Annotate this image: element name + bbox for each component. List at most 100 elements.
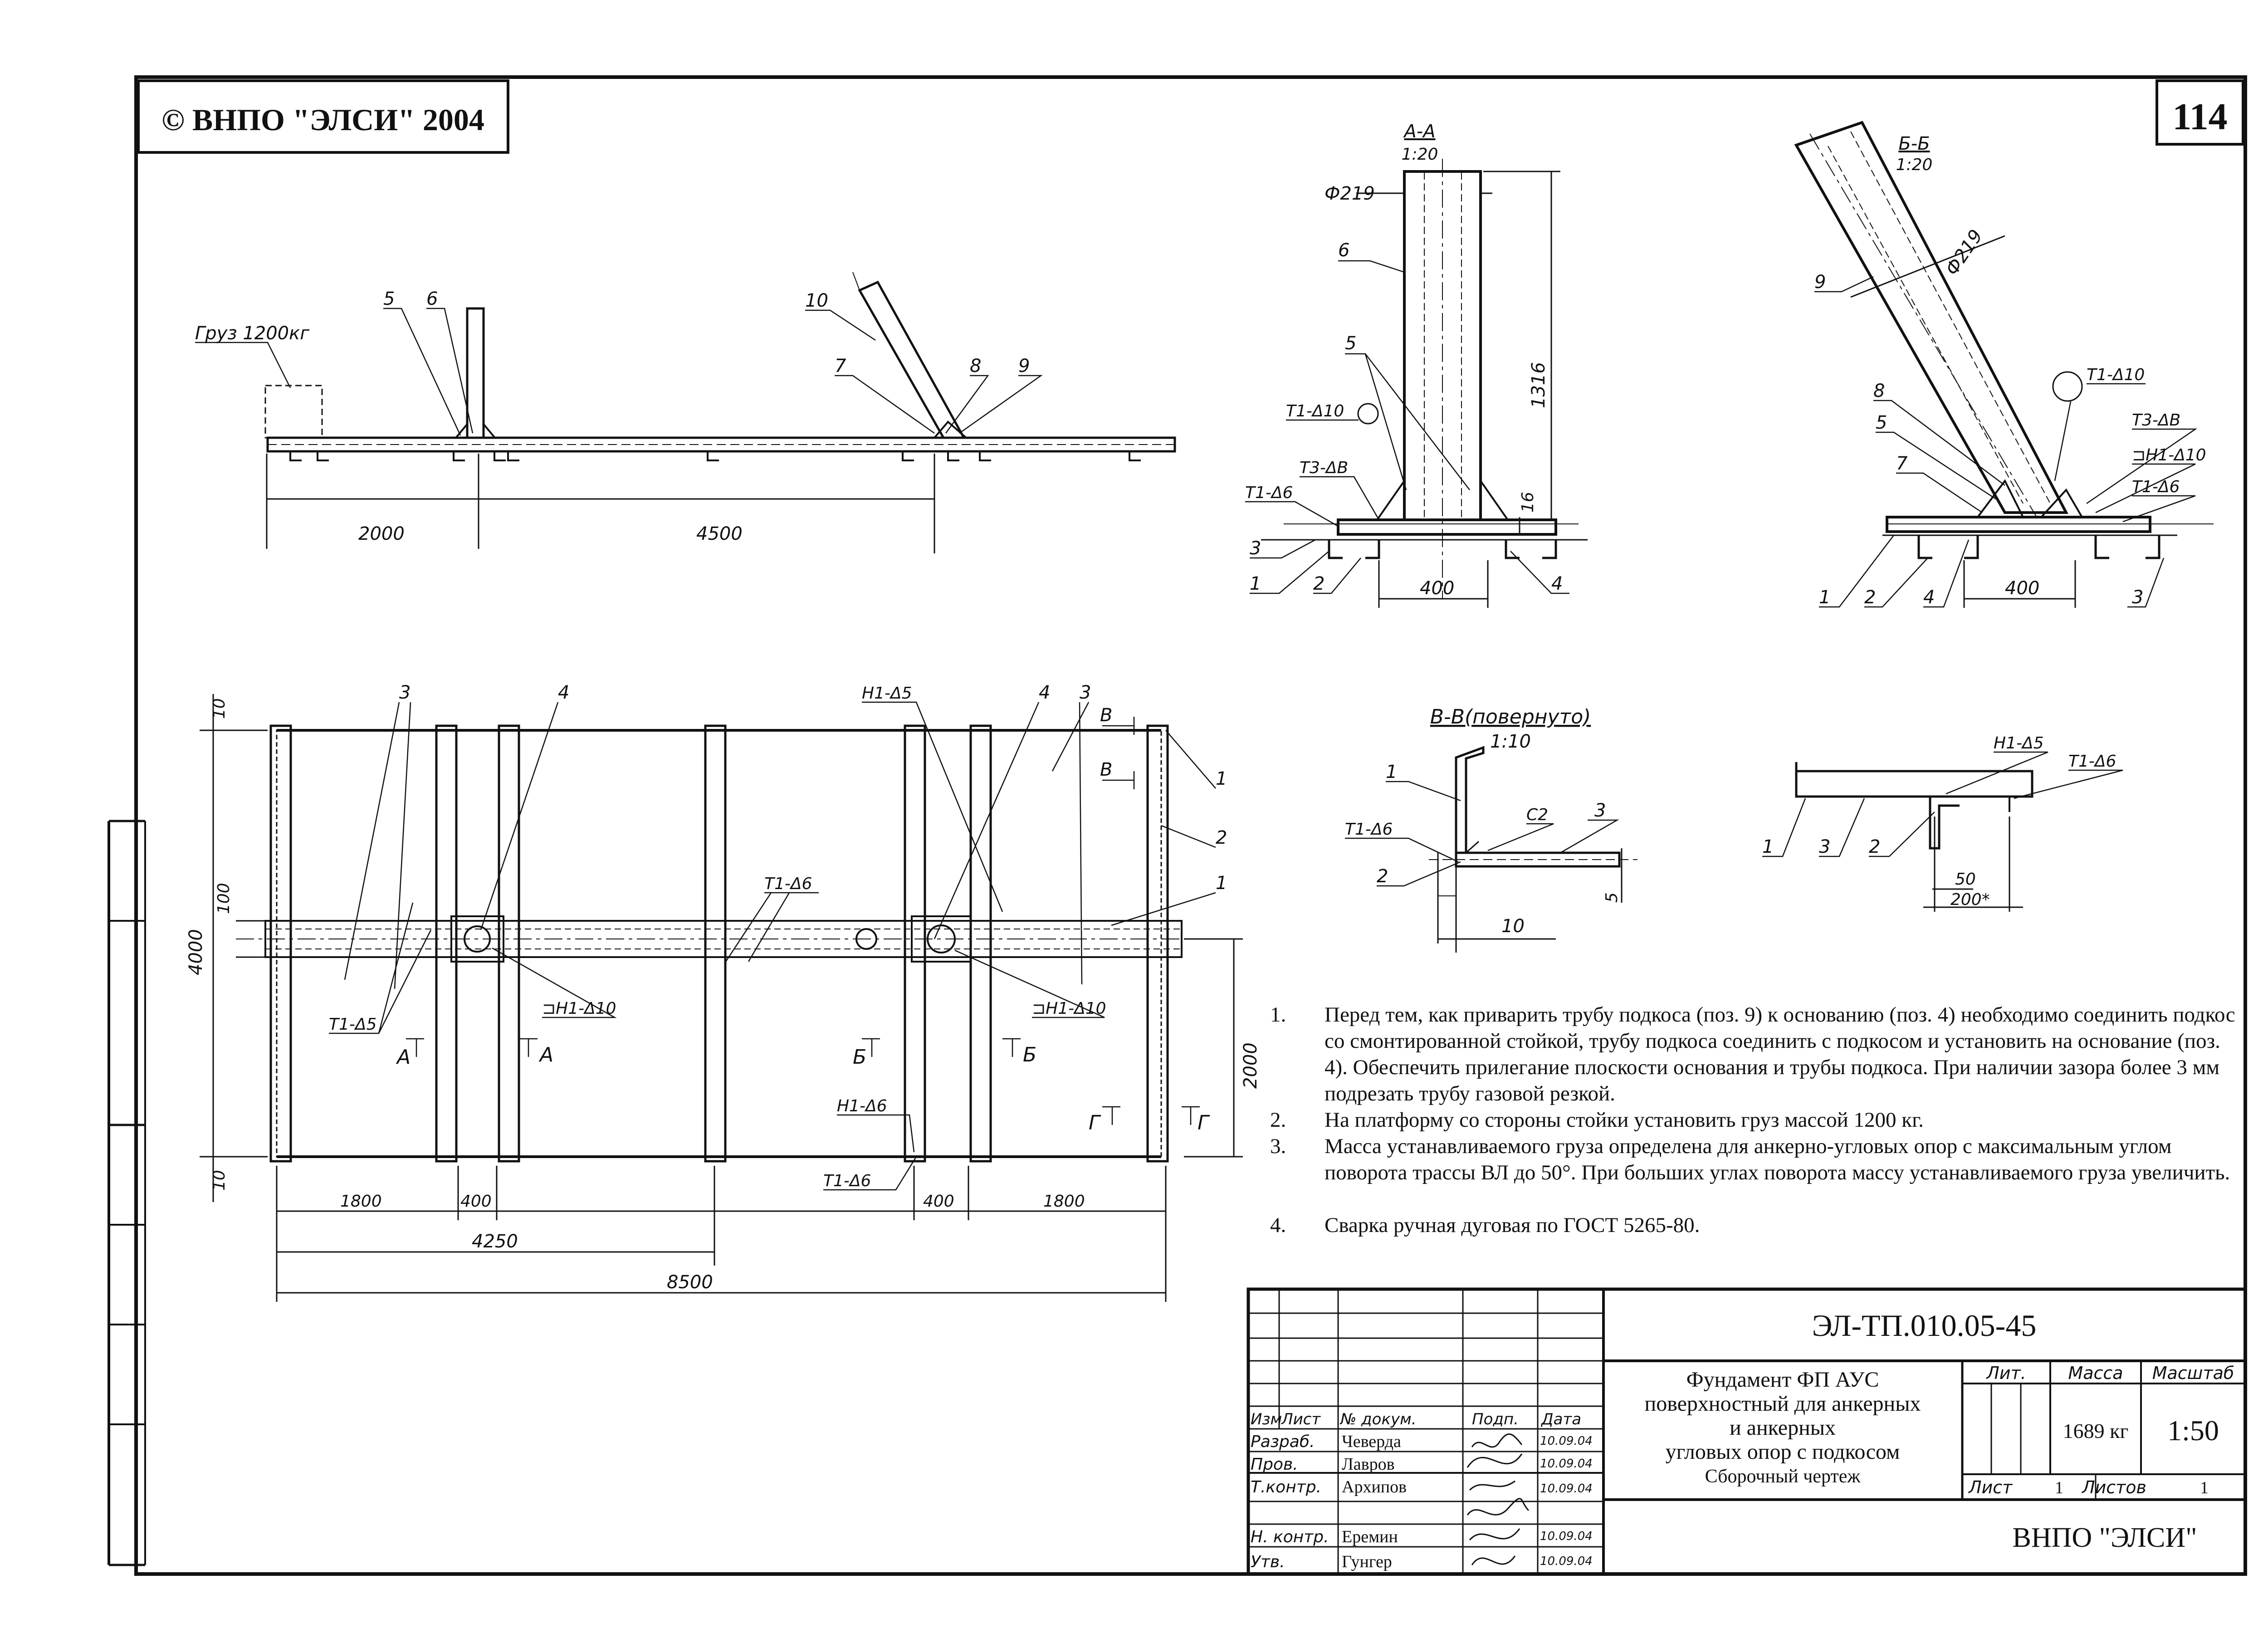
plan-section-mark-g-right: Г	[1198, 1111, 1210, 1134]
bb-callout-4: 4	[1923, 587, 1935, 608]
bb-callout-5: 5	[1876, 412, 1887, 433]
name-developer: Чеверда	[1342, 1432, 1401, 1451]
vv-gap-c2: С2	[1526, 806, 1548, 824]
detail-callout-1: 1	[1762, 836, 1774, 857]
copyright-text: © ВНПО "ЭЛСИ" 2004	[161, 103, 484, 137]
plan-callout-4-left: 4	[558, 682, 569, 703]
title-subtitle: Сборочный чертеж	[1705, 1466, 1861, 1487]
name-approver: Гунгер	[1342, 1552, 1392, 1571]
vv-dim-5: 5	[1603, 892, 1621, 903]
plan-dim-8500: 8500	[667, 1272, 713, 1293]
side-callout-8: 8	[970, 356, 981, 376]
section-vv-title: В-В(повернуто)	[1430, 705, 1591, 728]
side-dim-4500: 4500	[696, 523, 743, 544]
note-2-text: На платформу со стороны стойки установит…	[1325, 1108, 1924, 1132]
vv-callout-2: 2	[1377, 866, 1388, 887]
plan-labels: 3 4 4 3 1 2 1 Н1-Δ5 Т1-Δ6 Т1-Δ5 ⊐Н1-Δ10 …	[186, 682, 1261, 1293]
vv-callout-3: 3	[1594, 800, 1606, 821]
aa-dim-16: 16	[1519, 492, 1537, 513]
aa-callout-1: 1	[1250, 573, 1261, 594]
plan-weld-t1-6-mid: Т1-Δ6	[764, 875, 812, 893]
side-callout-7: 7	[835, 356, 846, 376]
scale-label: Масштаб	[2152, 1363, 2234, 1383]
plan-weld-t1-6-bottom: Т1-Δ6	[823, 1172, 871, 1190]
bb-callout-1: 1	[1819, 587, 1830, 608]
section-vv-leaders	[1345, 781, 1619, 887]
plan-section-mark-g-left: Г	[1089, 1111, 1101, 1134]
plan-dim-10-bottom: 10	[210, 1170, 229, 1191]
side-view-labels: Груз 1200кг 5 6 10 7 8 9 2000 4500	[195, 288, 1030, 544]
copyright-box	[137, 79, 509, 154]
col-list: Лист	[1281, 1410, 1321, 1428]
vv-callout-1: 1	[1386, 762, 1397, 782]
bb-weld-h1-10: ⊐Н1-Δ10	[2132, 446, 2206, 464]
sheet-value: 1	[2055, 1478, 2063, 1497]
title-line-2: поверхностный для анкерных	[1645, 1392, 1921, 1416]
bb-callout-2: 2	[1864, 587, 1876, 608]
date-tech-control: 10.09.04	[1540, 1482, 1593, 1496]
role-norm-control: Н. контр.	[1251, 1528, 1329, 1546]
side-callout-10: 10	[805, 290, 828, 311]
sheets-value: 1	[2200, 1478, 2209, 1497]
name-tech-control: Архипов	[1342, 1477, 1407, 1496]
plan-section-mark-b-left: Б	[853, 1046, 866, 1069]
side-callout-6: 6	[426, 288, 438, 309]
note-4-number: 4.	[1270, 1213, 1286, 1237]
plan-dim-1800-right: 1800	[1043, 1192, 1085, 1211]
sheets-label: Листов	[2081, 1477, 2146, 1497]
section-vv-scale: 1:10	[1490, 731, 1531, 752]
date-developer: 10.09.04	[1540, 1434, 1593, 1448]
aa-dim-1316: 1316	[1528, 362, 1549, 408]
bb-callout-3: 3	[2132, 587, 2143, 608]
bb-weld-t3-v: Т3-ΔВ	[2132, 411, 2180, 430]
role-tech-control: Т.контр.	[1251, 1478, 1321, 1496]
detail-view	[1795, 762, 2033, 912]
date-checker: 10.09.04	[1540, 1457, 1593, 1471]
detail-labels: 1 3 2 Н1-Δ5 Т1-Δ6 50 200*	[1762, 734, 2116, 909]
org-name: ВНПО "ЭЛСИ"	[2013, 1522, 2197, 1553]
section-bb-scale: 1:20	[1896, 156, 1933, 174]
bb-callout-9: 9	[1814, 272, 1826, 293]
plan-callout-1-top: 1	[1216, 768, 1227, 789]
section-aa-leaders	[1245, 260, 1569, 594]
aa-callout-5: 5	[1345, 333, 1356, 354]
section-bb-leaders	[1814, 276, 2198, 608]
plan-section-mark-v-top: В	[1100, 705, 1112, 726]
detail-leaders	[1762, 751, 2123, 857]
plan-weld-h1-6: Н1-Δ6	[837, 1097, 887, 1115]
plan-section-mark-a-left: А	[396, 1046, 411, 1069]
note-3-text: Масса устанавливаемого груза определена …	[1325, 1134, 2230, 1184]
aa-callout-3: 3	[1250, 538, 1261, 559]
aa-callout-2: 2	[1313, 573, 1325, 594]
note-1: 1. Перед тем, как приварить трубу подкос…	[1270, 1002, 2245, 1107]
plan-section-mark-v-bottom: В	[1100, 759, 1112, 780]
bb-weld-t1-10: Т1-Δ10	[2087, 366, 2145, 384]
bb-callout-8: 8	[1873, 381, 1885, 401]
section-vv	[1429, 746, 1637, 953]
section-bb-title: Б-Б	[1898, 133, 1930, 154]
aa-callout-6: 6	[1338, 240, 1349, 261]
side-callout-9: 9	[1018, 356, 1030, 376]
plan-dim-4000: 4000	[186, 929, 206, 975]
plan-dim-1800-left: 1800	[340, 1192, 382, 1211]
section-aa	[1261, 159, 1588, 608]
aa-dim-400: 400	[1420, 578, 1454, 599]
role-approver: Утв.	[1251, 1553, 1285, 1571]
plan-section-mark-b-right: Б	[1023, 1043, 1036, 1066]
section-bb	[1794, 121, 2214, 608]
plan-weld-h1-10-left: ⊐Н1-Δ10	[542, 999, 616, 1018]
title-line-4: угловых опор с подкосом	[1666, 1440, 1900, 1464]
aa-weld-t1-10: Т1-Δ10	[1286, 402, 1344, 420]
page-number: 114	[2172, 96, 2227, 138]
col-sign: Подп.	[1472, 1410, 1519, 1428]
mass-value: 1689 кг	[2063, 1419, 2129, 1442]
section-aa-diameter: Ф219	[1325, 183, 1375, 204]
plan-view	[200, 694, 1243, 1302]
plan-dim-400-right: 400	[923, 1192, 954, 1211]
note-3-number: 3.	[1270, 1134, 1286, 1158]
side-view-leaders	[195, 308, 1043, 436]
note-4-text: Сварка ручная дуговая по ГОСТ 5265-80.	[1325, 1213, 1700, 1237]
aa-weld-t1-6: Т1-Δ6	[1245, 484, 1293, 502]
plan-callout-2: 2	[1216, 827, 1227, 848]
